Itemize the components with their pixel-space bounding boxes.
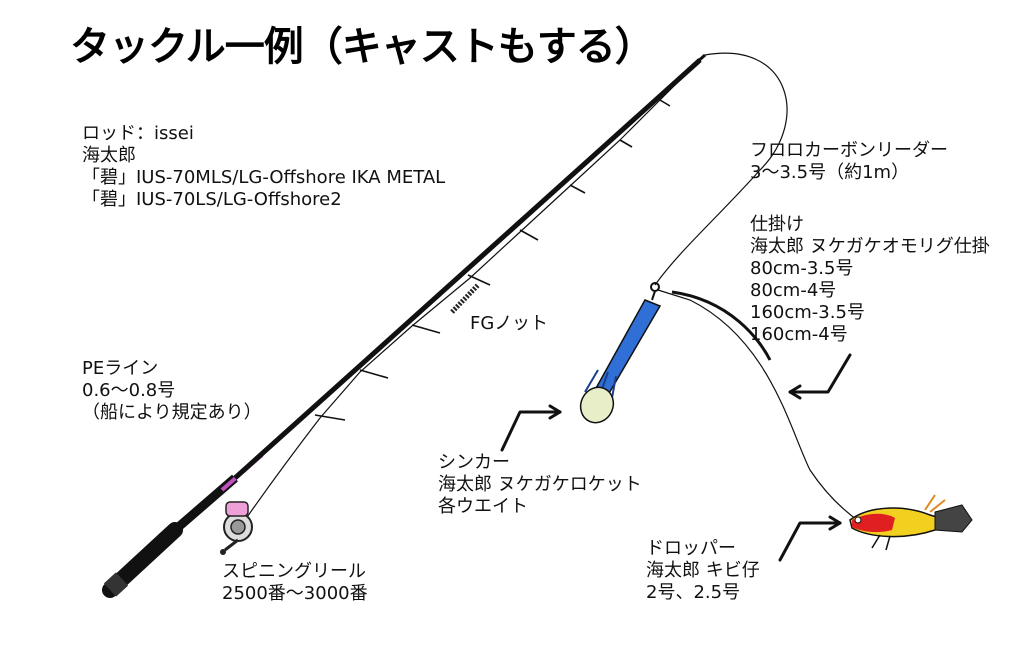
sinker (579, 299, 662, 424)
pe-line-label-line: PEライン (82, 358, 159, 379)
sinker-label-line: シンカー (438, 452, 510, 473)
rod-label-line: 「碧」IUS-70MLS/LG-Offshore IKA METAL (82, 167, 446, 188)
swivel (650, 282, 660, 301)
dropper-label: ドロッパー 海太郎 キビ仔 2号、2.5号 (646, 538, 760, 604)
rod-label-line: 「碧」IUS-70LS/LG-Offshore2 (82, 189, 342, 210)
rig-label-line: 160cm-4号 (750, 324, 848, 345)
rig-line (657, 289, 861, 523)
egi-dropper (849, 494, 973, 551)
rod-butt-cap (103, 572, 129, 597)
fg-knot-mark (450, 283, 480, 314)
rig-label-line: 仕掛け (750, 214, 804, 235)
rig-label-line: 160cm-3.5号 (750, 302, 865, 323)
guide-6 (569, 184, 586, 194)
reel-label-line: スピニングリール (222, 561, 366, 582)
rod-guides (314, 99, 671, 421)
rig-arrow-head (788, 384, 802, 400)
rig-label-line: 80cm-3.5号 (750, 258, 854, 279)
sinker-label-line: 海太郎 ヌケガケロケット (438, 474, 642, 495)
rod-label-line: 海太郎 (82, 145, 136, 166)
fishing-rod (102, 53, 707, 598)
reel-label-line: 2500番〜3000番 (222, 583, 368, 604)
pe-line (244, 59, 701, 521)
rod-label: ロッド：issei 海太郎 「碧」IUS-70MLS/LG-Offshore I… (82, 123, 445, 211)
guide-1 (314, 414, 346, 421)
fg-knot-label-text: FGノット (470, 313, 548, 334)
rig-tube (671, 290, 772, 361)
dropper-arrow (778, 521, 842, 562)
guide-2 (359, 369, 389, 379)
rig-label: 仕掛け 海太郎 ヌケガケオモリグ仕掛 80cm-3.5号 80cm-4号 160… (750, 214, 990, 346)
guide-3 (411, 324, 441, 334)
fluoro-label: フロロカーボンリーダー 3〜3.5号（約1m） (750, 140, 948, 184)
sinker-arrow (500, 410, 562, 452)
pe-line-label-line: 0.6〜0.8号 (82, 380, 176, 401)
spinning-reel (220, 501, 253, 555)
sinker-arrow-head (548, 404, 562, 420)
rig-arrow (788, 353, 852, 394)
fluoro-label-line: 3〜3.5号（約1m） (750, 162, 910, 183)
fluoro-leader (654, 52, 788, 286)
fg-knot-label: FGノット (470, 313, 548, 335)
sinker-label-line: 各ウエイト (438, 496, 528, 517)
fluoro-label-line: フロロカーボンリーダー (750, 140, 948, 161)
sinker-label: シンカー 海太郎 ヌケガケロケット 各ウエイト (438, 452, 642, 518)
guide-5 (519, 229, 539, 241)
page-title: タックル一例（キャストもする） (70, 24, 655, 70)
dropper-label-line: 2号、2.5号 (646, 582, 741, 603)
pe-line-label-line: （船により規定あり） (82, 402, 262, 423)
rod-label-line: ロッド：issei (82, 123, 194, 144)
reel-label: スピニングリール 2500番〜3000番 (222, 561, 368, 605)
pe-line-label: PEライン 0.6〜0.8号 （船により規定あり） (82, 358, 262, 424)
rig-label-line: 海太郎 ヌケガケオモリグ仕掛 (750, 236, 990, 257)
pointer-arrows (500, 353, 852, 562)
rod-tip (498, 53, 707, 242)
dropper-label-line: 海太郎 キビ仔 (646, 560, 760, 581)
dropper-arrow-head (828, 515, 842, 531)
guide-7 (619, 139, 633, 148)
guide-8 (659, 99, 671, 107)
rig-label-line: 80cm-4号 (750, 280, 837, 301)
dropper-label-line: ドロッパー (646, 538, 736, 559)
